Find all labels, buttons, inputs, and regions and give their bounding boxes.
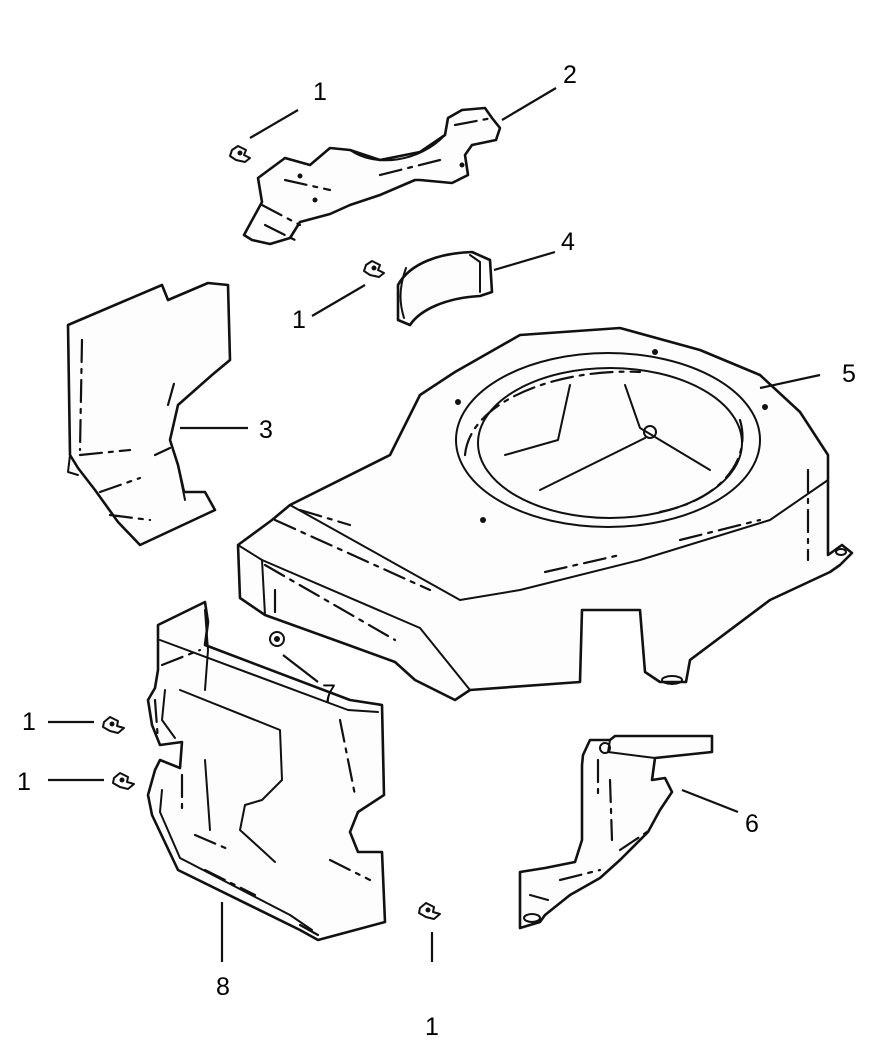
callout-6: 6 <box>745 810 759 838</box>
part-7-grommet <box>269 631 285 647</box>
part-2-upper-baffle <box>242 106 502 246</box>
callout-1-bottom: 1 <box>425 1013 439 1041</box>
part-4-curved-baffle <box>396 250 494 327</box>
fastener-clip-1b <box>363 260 385 278</box>
part-6-side-bracket <box>518 734 714 930</box>
fastener-clip-1d <box>112 772 135 790</box>
fastener-clip-1c <box>102 716 125 734</box>
callout-7: 7 <box>322 680 336 708</box>
callout-8: 8 <box>216 973 230 1001</box>
callout-5: 5 <box>842 360 856 388</box>
part-3-side-baffle <box>66 281 232 547</box>
callout-1-left-upper: 1 <box>22 708 36 736</box>
callout-1-small-baffle: 1 <box>292 306 306 334</box>
part-5-blower-housing <box>236 326 854 702</box>
leader-lines <box>48 87 821 962</box>
callout-3: 3 <box>259 416 273 444</box>
fastener-clip-1a <box>229 145 251 163</box>
fastener-clip-1e <box>418 902 441 920</box>
callout-2: 2 <box>563 61 577 89</box>
callout-1-left-lower: 1 <box>17 768 31 796</box>
callout-4: 4 <box>561 228 575 256</box>
callout-1-top: 1 <box>313 78 327 106</box>
part-8-front-shroud <box>146 600 387 942</box>
